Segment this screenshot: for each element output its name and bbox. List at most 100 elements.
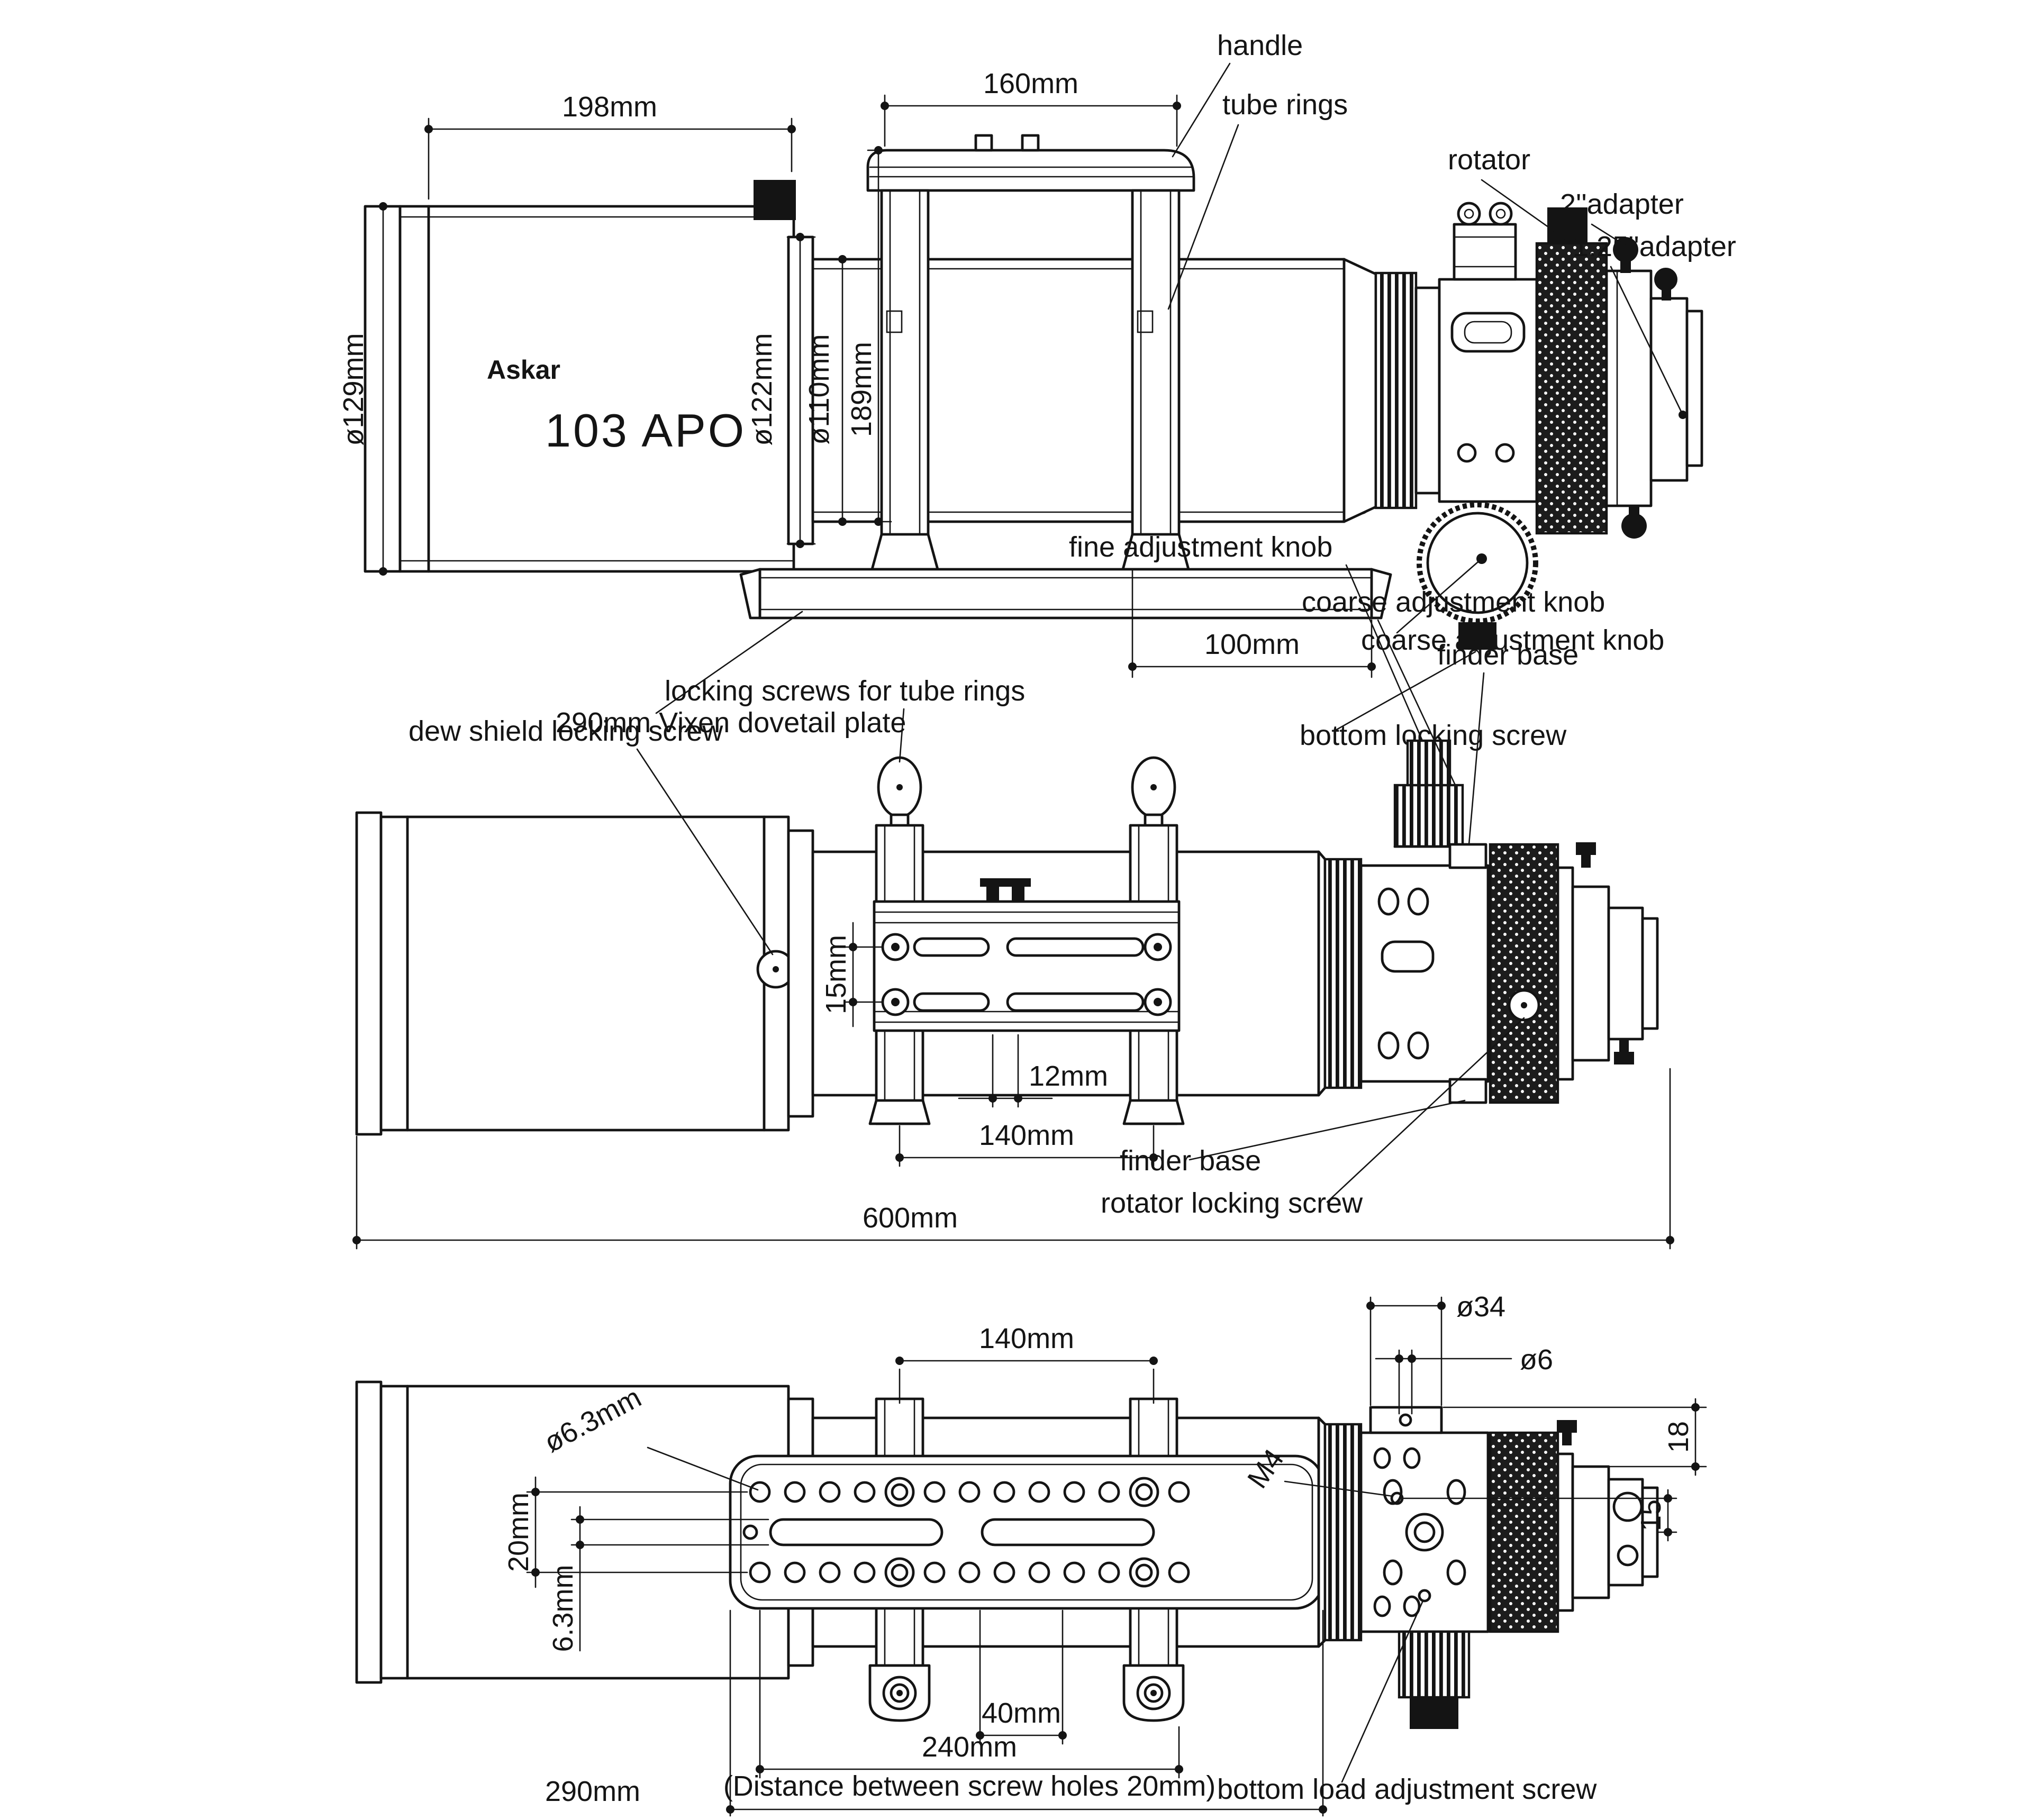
dim-63mm-text: 6.3mm	[547, 1564, 579, 1652]
svg-text:dew shield locking screw: dew shield locking screw	[409, 715, 723, 747]
svg-text:rotator: rotator	[1448, 144, 1530, 176]
svg-text:2''adapter: 2''adapter	[1560, 188, 1684, 220]
dim-122mm: ø122mm	[746, 233, 816, 548]
bottom-load-adjustment-screw	[1418, 1589, 1431, 1603]
focuser-screw	[1457, 443, 1477, 463]
adapter-2in	[1571, 1465, 1610, 1599]
rail-slot	[1006, 937, 1145, 957]
svg-text:1.25''adapter: 1.25''adapter	[1573, 231, 1736, 262]
handle	[866, 134, 1195, 192]
rail-screw	[1012, 885, 1024, 902]
label-bottom-load-screw: bottom load adjustment screw	[1217, 1601, 1597, 1805]
dim-100mm: 100mm	[1128, 568, 1376, 678]
svg-text:290mm Vixen dovetail plate: 290mm Vixen dovetail plate	[556, 707, 906, 739]
thumbscrew	[1654, 268, 1677, 291]
svg-text:finder base: finder base	[1120, 1145, 1261, 1177]
dim-15-text: 15	[1635, 1499, 1667, 1531]
focuser-window	[1381, 940, 1435, 973]
finder-base-top	[1448, 843, 1487, 869]
coarse-adjustment-knob	[1393, 784, 1464, 848]
finder-base-bolt	[1457, 202, 1481, 226]
dew-shield-body	[379, 815, 790, 1132]
plate-slot	[981, 1518, 1155, 1546]
adapter-2in	[1571, 885, 1610, 1062]
model-text: 103 APO	[545, 404, 746, 457]
brand-text: Askar	[487, 355, 560, 385]
adapter-end-ring	[1641, 917, 1659, 1030]
focuser-screw	[1495, 443, 1515, 463]
label-finder-base-top: finder base	[1437, 639, 1579, 845]
label-2in-adapter: 2''adapter	[1560, 188, 1684, 249]
adapter-end-ring	[1685, 310, 1703, 467]
thumbscrew	[1613, 237, 1638, 262]
dew-shield	[364, 180, 796, 573]
dim-20mm-text: 20mm	[503, 1493, 534, 1572]
dim-140mm-text: 140mm	[979, 1120, 1074, 1151]
label-dovetail-plate: 290mm Vixen dovetail plate	[556, 611, 906, 739]
dim-6-text: ø6	[1520, 1344, 1553, 1376]
dim-15mm-text: 15mm	[820, 935, 852, 1014]
svg-text:locking screws for tube rings: locking screws for tube rings	[665, 675, 1025, 707]
label-125in-adapter: 1.25''adapter	[1573, 231, 1736, 419]
dew-shield-lock-knob	[754, 180, 796, 220]
bottom-view: 140mm ø34 ø6 18 15	[355, 1291, 1707, 1817]
finder-base	[1453, 202, 1517, 281]
finder-base-bottom	[1448, 1078, 1487, 1104]
label-fine-knob: fine adjustment knob	[1069, 531, 1423, 742]
label-finder-base-bottom: finder base	[1120, 1099, 1466, 1177]
focuser-window	[1450, 312, 1526, 353]
dim-63mm: 6.3mm	[547, 1506, 769, 1652]
svg-text:handle: handle	[1217, 30, 1303, 61]
thumbscrew	[1617, 1544, 1639, 1567]
dim-110mm: ø110mm	[803, 255, 856, 526]
label-tube-ring-screws: locking screws for tube rings	[665, 675, 1025, 763]
dovetail-plate-bottom	[729, 1454, 1325, 1610]
tube-ring-front	[870, 189, 939, 571]
svg-text:tube rings: tube rings	[1222, 89, 1348, 121]
thumbscrew	[1612, 1491, 1643, 1522]
thumbscrew	[1576, 842, 1596, 855]
thumbscrew	[1557, 1420, 1577, 1433]
dim-110mm-text: ø110mm	[803, 334, 835, 444]
dim-15mm: 15mm	[820, 922, 884, 1027]
middle-view: fine adjustment knob coarse adjustment k…	[352, 531, 1674, 1250]
dew-shield-cap	[355, 1380, 383, 1684]
dim-34-text: ø34	[1456, 1291, 1505, 1323]
dovetail-plate	[739, 568, 1392, 620]
adapter-2in	[1605, 237, 1653, 539]
dim-290mm: 290mm	[545, 1609, 1327, 1817]
thumbscrew	[1614, 1052, 1634, 1064]
dim-198mm-text: 198mm	[562, 91, 657, 123]
dim-240mm-text: 240mm	[922, 1731, 1017, 1763]
rotator-ring	[1489, 843, 1559, 1104]
thumbscrew	[1621, 513, 1647, 539]
label-rotator-screw: rotator locking screw	[1101, 1017, 1525, 1219]
dim-15-bottom: 15	[1402, 1489, 1677, 1542]
finder-base-bottom-view	[1369, 1406, 1443, 1434]
rail-slot	[913, 937, 990, 957]
rotator-ring	[1535, 242, 1608, 535]
dim-160mm-text: 160mm	[983, 68, 1078, 99]
m4-screw-hole	[1390, 1491, 1404, 1505]
focuser-drawtube	[1414, 286, 1441, 495]
label-rotator: rotator	[1448, 144, 1570, 242]
dim-18-text: 18	[1663, 1421, 1694, 1453]
dim-129mm: ø129mm	[338, 202, 399, 576]
dim-122mm-text: ø122mm	[746, 333, 778, 445]
fine-adjustment-knob	[1406, 739, 1452, 787]
rotator-knob	[1547, 207, 1588, 243]
knob-cap	[1410, 1697, 1458, 1729]
dim-189mm-text: 189mm	[846, 342, 877, 437]
tube-taper	[1342, 258, 1377, 523]
svg-text:fine adjustment knob: fine adjustment knob	[1069, 531, 1332, 563]
dim-290mm-text: 290mm	[545, 1776, 640, 1807]
focuser-assembly	[1342, 202, 1703, 650]
dim-6: ø6	[1375, 1344, 1553, 1415]
dim-140mm: 140mm	[895, 1120, 1158, 1167]
dim-140mm-bottom: 140mm	[895, 1323, 1158, 1404]
tube-ring-rear	[1121, 189, 1190, 571]
dim-20mm: 20mm	[503, 1476, 748, 1588]
dim-240mm: 240mm	[756, 1609, 1183, 1779]
adapter-125in	[1649, 268, 1703, 482]
label-tube-rings: tube rings	[1167, 89, 1348, 310]
